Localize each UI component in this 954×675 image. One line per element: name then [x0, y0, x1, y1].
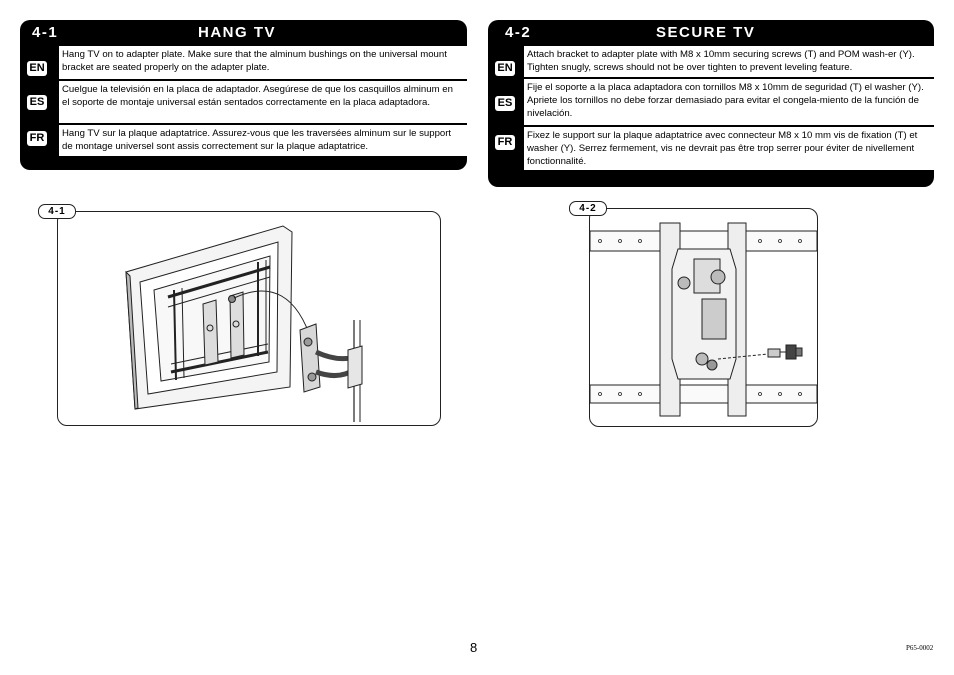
- step-4-2-number: 4-2: [505, 24, 532, 41]
- step-4-1-text-en: Hang TV on to adapter plate. Make sure t…: [59, 46, 467, 79]
- step-4-2-header: 4-2 SECURE TV: [488, 20, 934, 46]
- step-4-1-row-en: EN Hang TV on to adapter plate. Make sur…: [20, 46, 467, 79]
- step-4-1-row-fr: FR Hang TV sur la plaque adaptatrice. As…: [20, 125, 467, 156]
- figure-4-2-label: 4-2: [569, 201, 607, 216]
- lang-badge-es: ES: [495, 96, 515, 111]
- document-code: P65-0002: [906, 644, 934, 652]
- lang-badge-fr: FR: [27, 131, 47, 146]
- step-4-2-title: SECURE TV: [656, 24, 756, 41]
- step-4-1-title: HANG TV: [198, 24, 276, 41]
- lang-badge-en: EN: [495, 61, 515, 76]
- step-4-1-panel: 4-1 HANG TV EN Hang TV on to adapter pla…: [20, 20, 467, 170]
- figure-4-2: [589, 208, 818, 427]
- step-4-2-row-en: EN Attach bracket to adapter plate with …: [488, 46, 934, 77]
- step-4-1-header: 4-1 HANG TV: [20, 20, 467, 46]
- step-4-2-row-es: ES Fije el soporte a la placa adaptadora…: [488, 79, 934, 125]
- step-4-2-row-fr: FR Fixez le support sur la plaque adapta…: [488, 125, 934, 170]
- step-4-2-text-fr: Fixez le support sur la plaque adaptatri…: [524, 127, 934, 170]
- step-4-1-text-es: Cuelgue la televisión en la placa de ada…: [59, 81, 467, 123]
- step-4-1-number: 4-1: [32, 24, 59, 41]
- lang-badge-es: ES: [27, 95, 47, 110]
- hang-tv-illustration: [125, 225, 363, 422]
- step-4-2-text-en: Attach bracket to adapter plate with M8 …: [524, 46, 934, 77]
- step-4-1-text-fr: Hang TV sur la plaque adaptatrice. Assur…: [59, 125, 467, 156]
- figure-4-1: [57, 211, 441, 426]
- page-number: 8: [470, 640, 478, 655]
- step-4-2-panel: 4-2 SECURE TV EN Attach bracket to adapt…: [488, 20, 934, 187]
- secure-tv-illustration: [590, 222, 817, 417]
- lang-badge-fr: FR: [495, 135, 515, 150]
- figure-4-1-label: 4-1: [38, 204, 76, 219]
- step-4-1-row-es: ES Cuelgue la televisión en la placa de …: [20, 81, 467, 123]
- lang-badge-en: EN: [27, 61, 47, 76]
- step-4-2-text-es: Fije el soporte a la placa adaptadora co…: [524, 79, 934, 125]
